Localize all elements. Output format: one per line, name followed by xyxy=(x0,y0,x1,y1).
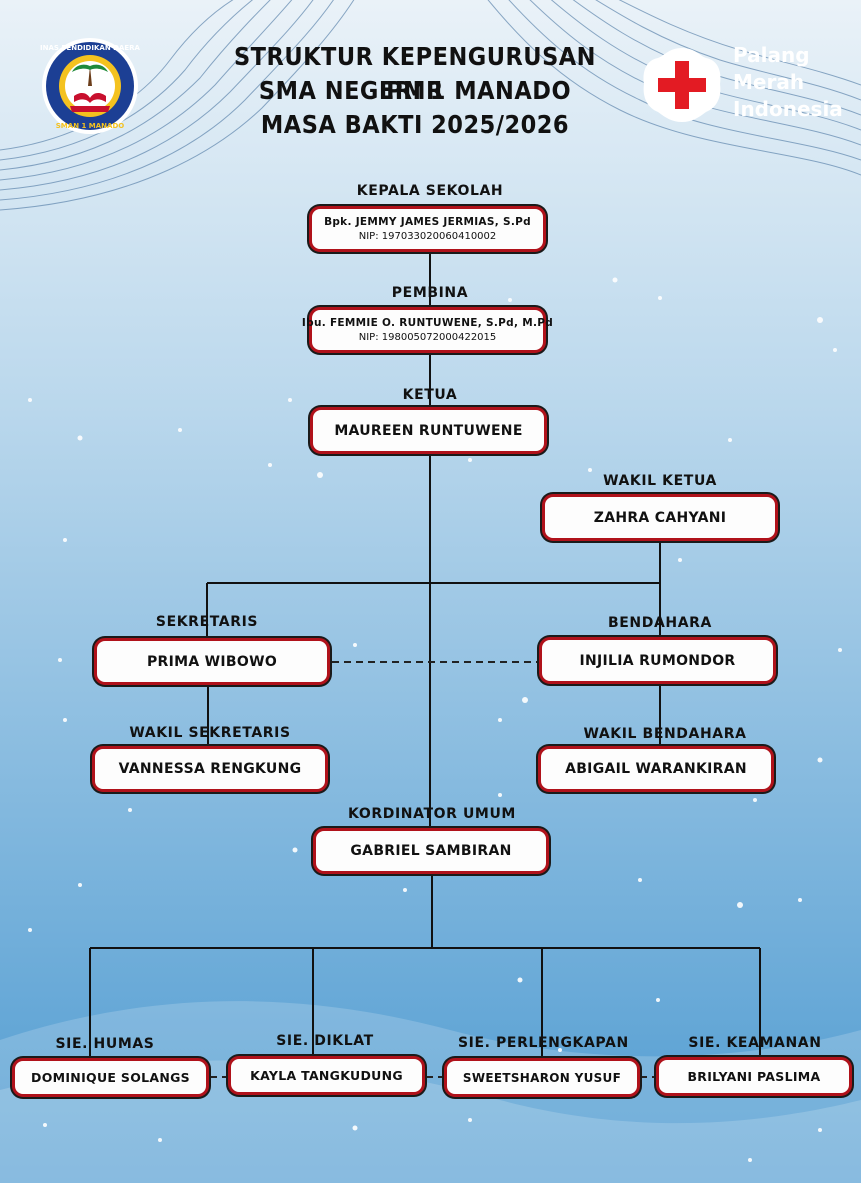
nip-pembina: NIP: 198005072000422015 xyxy=(358,332,497,343)
role-sekretaris: SEKRETARIS xyxy=(155,614,259,630)
snow-dots xyxy=(28,277,842,1162)
name-ketua: MAUREEN RUNTUWENE xyxy=(334,422,523,439)
page-title-line1: STRUKTUR KEPENGURUSAN PMR xyxy=(233,42,596,105)
name-sie-diklat: KAYLA TANGKUDUNG xyxy=(250,1068,403,1083)
name-wakil-bendahara: ABIGAIL WARANKIRAN xyxy=(565,761,747,777)
box-sie-perlengkapan: SWEETSHARON YUSUF xyxy=(444,1058,640,1097)
dashed-lines xyxy=(210,661,656,1078)
pmi-logo xyxy=(643,48,721,122)
name-kordinator-umum: GABRIEL SAMBIRAN xyxy=(350,843,512,859)
name-sekretaris: PRIMA WIBOWO xyxy=(146,653,278,670)
role-sie-perlengkapan: SIE. PERLENGKAPAN xyxy=(458,1035,629,1051)
role-sie-humas: SIE. HUMAS xyxy=(55,1036,155,1052)
role-wakil-sekretaris: WAKIL SEKRETARIS xyxy=(129,725,291,741)
role-sie-diklat: SIE. DIKLAT xyxy=(276,1033,374,1049)
pmi-line2: Merah xyxy=(733,70,805,94)
role-pembina: PEMBINA xyxy=(391,285,469,301)
name-kepala-sekolah: Bpk. JEMMY JAMES JERMIAS, S.Pd xyxy=(324,216,531,228)
pmi-line3: Indonesia xyxy=(733,97,843,121)
page-title-line2: SMA NEGERI 1 MANADO xyxy=(258,76,572,105)
box-sie-keamanan: BRILYANI PASLIMA xyxy=(656,1057,852,1096)
role-sie-keamanan: SIE. KEAMANAN xyxy=(688,1035,822,1051)
role-kepala-sekolah: KEPALA SEKOLAH xyxy=(356,183,504,199)
box-sie-humas: DOMINIQUE SOLANGS xyxy=(12,1058,209,1097)
wave-lines-left xyxy=(0,0,355,211)
role-kordinator-umum: KORDINATOR UMUM xyxy=(348,806,516,822)
name-sie-keamanan: BRILYANI PASLIMA xyxy=(687,1069,821,1084)
name-sie-perlengkapan: SWEETSHARON YUSUF xyxy=(462,1070,622,1085)
box-wakil-bendahara: ABIGAIL WARANKIRAN xyxy=(538,746,774,792)
role-bendahara: BENDAHARA xyxy=(608,615,712,631)
box-kepala-sekolah: Bpk. JEMMY JAMES JERMIAS, S.Pd NIP: 1970… xyxy=(309,206,546,252)
name-wakil-sekretaris: VANNESSA RENGKUNG xyxy=(118,761,302,777)
pmi-line1: Palang xyxy=(733,43,810,67)
box-wakil-ketua: ZAHRA CAHYANI xyxy=(542,494,778,541)
box-sie-diklat: KAYLA TANGKUDUNG xyxy=(228,1056,425,1095)
school-logo-top-text: DINAS PENDIDIKAN DAERAH xyxy=(40,44,140,52)
name-pembina: Ibu. FEMMIE O. RUNTUWENE, S.Pd, M.Pd xyxy=(301,317,554,329)
box-kordinator-umum: GABRIEL SAMBIRAN xyxy=(313,828,549,874)
box-ketua: MAUREEN RUNTUWENE xyxy=(310,407,547,454)
name-bendahara: INJILIA RUMONDOR xyxy=(579,652,736,669)
role-wakil-ketua: WAKIL KETUA xyxy=(603,473,717,489)
box-pembina: Ibu. FEMMIE O. RUNTUWENE, S.Pd, M.Pd NIP… xyxy=(302,307,553,353)
school-logo-bottom-text: SMAN 1 MANADO xyxy=(56,122,124,130)
nip-kepala-sekolah: NIP: 197033020060410002 xyxy=(358,231,497,242)
name-sie-humas: DOMINIQUE SOLANGS xyxy=(31,1070,190,1085)
box-wakil-sekretaris: VANNESSA RENGKUNG xyxy=(92,746,328,792)
page-title-line3: MASA BAKTI 2025/2026 xyxy=(260,110,570,139)
name-wakil-ketua: ZAHRA CAHYANI xyxy=(593,509,727,526)
role-ketua: KETUA xyxy=(402,387,458,403)
pmi-wordmark: Palang Merah Indonesia xyxy=(733,42,843,123)
school-logo: DINAS PENDIDIKAN DAERAH SMAN 1 MANADO xyxy=(40,38,140,134)
box-sekretaris: PRIMA WIBOWO xyxy=(94,638,330,685)
box-bendahara: INJILIA RUMONDOR xyxy=(539,637,776,684)
connector-lines xyxy=(89,252,761,1057)
bottom-waves xyxy=(0,1001,861,1183)
role-wakil-bendahara: WAKIL BENDAHARA xyxy=(583,726,747,742)
